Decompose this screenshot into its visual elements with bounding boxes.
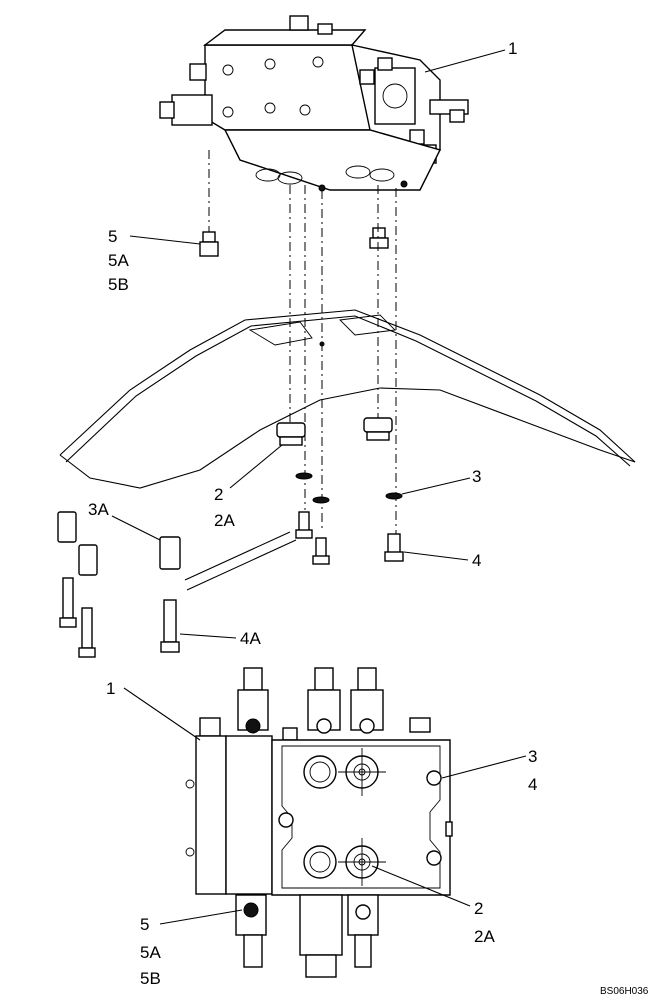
callout-5B-bottom: 5B: [140, 969, 161, 988]
callout-3-bottom: 3: [528, 747, 537, 766]
mounting-plate: [59, 309, 636, 489]
spacer-part-3A: [57, 511, 181, 576]
fitting-part-5: [199, 227, 389, 257]
callout-4-bottom: 4: [528, 775, 537, 794]
callout-5B-top: 5B: [108, 275, 129, 294]
callout-5-bottom: 5: [140, 915, 149, 934]
callout-5A-bottom: 5A: [140, 943, 161, 962]
control-valve-front-view: [185, 667, 453, 978]
bolt-part-4A: [59, 577, 180, 658]
bolt-part-4: [295, 511, 404, 565]
callout-4-top: 4: [472, 551, 481, 570]
callout-2A-bottom: 2A: [474, 927, 495, 946]
callout-2-top: 2: [214, 485, 223, 504]
figure-code: BS06H036: [600, 986, 649, 997]
control-valve-isometric: [159, 15, 469, 192]
callout-4A-top: 4A: [240, 629, 261, 648]
callout-2-bottom: 2: [474, 899, 483, 918]
callout-5A-top: 5A: [108, 251, 129, 270]
washer-part-3: [295, 472, 403, 504]
callout-3-top: 3: [472, 467, 481, 486]
spacer-part-2: [276, 417, 393, 446]
alignment-lines: [208, 150, 397, 535]
callout-5-top: 5: [108, 227, 117, 246]
callout-2A-top: 2A: [214, 511, 235, 530]
callout-1-bottom: 1: [106, 679, 115, 698]
callout-1-top: 1: [508, 39, 517, 58]
callout-3A-top: 3A: [88, 500, 109, 519]
